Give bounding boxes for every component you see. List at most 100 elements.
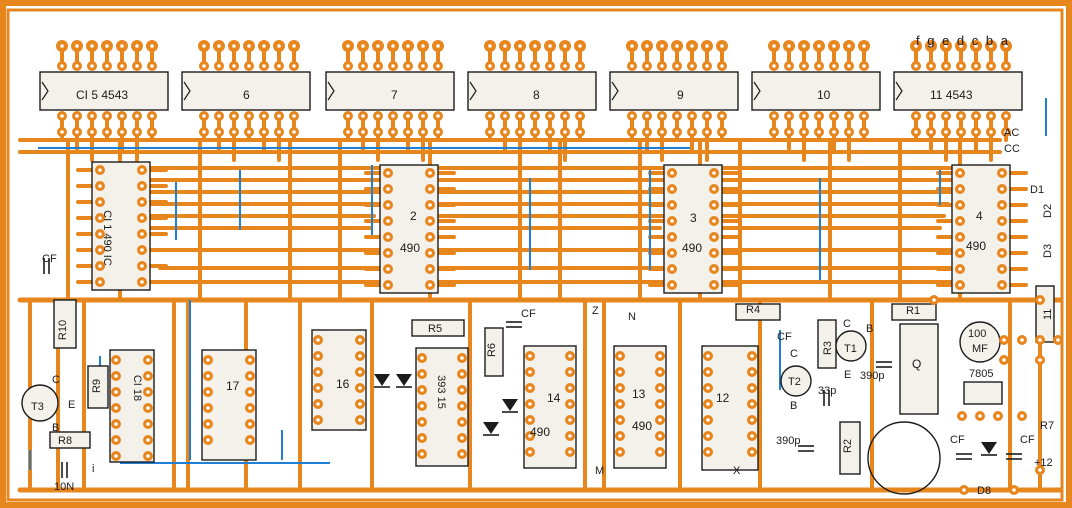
drill-hole bbox=[436, 44, 440, 48]
drill-hole bbox=[712, 235, 716, 239]
drill-hole bbox=[262, 64, 266, 68]
drill-hole bbox=[98, 200, 102, 204]
drill-hole bbox=[658, 402, 662, 406]
drill-hole bbox=[772, 114, 776, 118]
drill-hole bbox=[503, 44, 507, 48]
drill-hole bbox=[518, 114, 522, 118]
drill-hole bbox=[98, 248, 102, 252]
drill-hole bbox=[488, 114, 492, 118]
drill-hole bbox=[292, 44, 296, 48]
drill-hole bbox=[959, 130, 963, 134]
drill-hole bbox=[989, 114, 993, 118]
drill-hole bbox=[391, 64, 395, 68]
drill-hole bbox=[847, 114, 851, 118]
drill-hole bbox=[358, 370, 362, 374]
drill-hole bbox=[563, 64, 567, 68]
drill-hole bbox=[712, 203, 716, 207]
drill-hole bbox=[705, 130, 709, 134]
drill-hole bbox=[929, 114, 933, 118]
drill-hole bbox=[1038, 298, 1042, 302]
transistor-t3-body bbox=[21, 384, 59, 422]
drill-hole bbox=[989, 130, 993, 134]
drill-hole bbox=[914, 114, 918, 118]
cf-label-left: CF bbox=[42, 253, 57, 265]
drill-hole bbox=[206, 374, 210, 378]
drill-hole bbox=[533, 114, 537, 118]
drill-hole bbox=[1000, 283, 1004, 287]
drill-hole bbox=[958, 203, 962, 207]
drill-hole bbox=[958, 235, 962, 239]
drill-hole bbox=[645, 114, 649, 118]
drill-hole bbox=[60, 130, 64, 134]
drill-hole bbox=[958, 267, 962, 271]
cf-label-mid: CF bbox=[777, 331, 792, 343]
drill-hole bbox=[146, 358, 150, 362]
drill-hole bbox=[114, 390, 118, 394]
drill-hole bbox=[75, 64, 79, 68]
drill-hole bbox=[996, 414, 1000, 418]
diode-d2-label: D2 bbox=[1042, 204, 1054, 218]
drill-hole bbox=[386, 267, 390, 271]
crystal-label: Q bbox=[912, 357, 921, 371]
drill-hole bbox=[958, 251, 962, 255]
drill-hole bbox=[460, 356, 464, 360]
drill-hole bbox=[217, 64, 221, 68]
drill-hole bbox=[568, 386, 572, 390]
drill-hole bbox=[944, 44, 948, 48]
module-notch bbox=[327, 81, 335, 101]
drill-hole bbox=[292, 64, 296, 68]
drill-hole bbox=[568, 418, 572, 422]
electrolytic-unit: MF bbox=[972, 343, 988, 355]
drill-hole bbox=[421, 114, 425, 118]
drill-hole bbox=[232, 114, 236, 118]
drill-hole bbox=[206, 390, 210, 394]
drill-hole bbox=[217, 44, 221, 48]
drill-hole bbox=[720, 130, 724, 134]
drill-hole bbox=[386, 235, 390, 239]
drill-hole bbox=[146, 374, 150, 378]
drill-hole bbox=[670, 187, 674, 191]
drill-hole bbox=[248, 406, 252, 410]
t3-label: T3 bbox=[31, 401, 44, 413]
drill-hole bbox=[361, 44, 365, 48]
drill-hole bbox=[578, 44, 582, 48]
node-i: i bbox=[92, 463, 94, 475]
drill-hole bbox=[98, 264, 102, 268]
drill-hole bbox=[386, 251, 390, 255]
chip-18-label: CI 18 bbox=[131, 375, 143, 401]
display-driver-module bbox=[609, 71, 739, 111]
drill-hole bbox=[817, 114, 821, 118]
drill-hole bbox=[90, 130, 94, 134]
drill-hole bbox=[316, 354, 320, 358]
drill-hole bbox=[232, 64, 236, 68]
drill-hole bbox=[140, 232, 144, 236]
drill-hole bbox=[802, 130, 806, 134]
drill-hole bbox=[675, 44, 679, 48]
drill-hole bbox=[675, 64, 679, 68]
drill-hole bbox=[346, 64, 350, 68]
drill-hole bbox=[277, 44, 281, 48]
drill-hole bbox=[563, 130, 567, 134]
drill-hole bbox=[568, 450, 572, 454]
r6-label: R6 bbox=[486, 343, 498, 357]
drill-hole bbox=[705, 64, 709, 68]
drill-hole bbox=[206, 358, 210, 362]
diode-d1-label: D1 bbox=[1030, 184, 1044, 196]
resistor-body bbox=[411, 319, 465, 337]
drill-hole bbox=[460, 436, 464, 440]
drill-hole bbox=[750, 418, 754, 422]
drill-hole bbox=[670, 219, 674, 223]
drill-hole bbox=[90, 44, 94, 48]
drill-hole bbox=[518, 130, 522, 134]
drill-hole bbox=[358, 386, 362, 390]
drill-hole bbox=[232, 44, 236, 48]
drill-hole bbox=[932, 298, 936, 302]
logic-chip bbox=[311, 329, 367, 431]
chip-16-label: 16 bbox=[336, 377, 350, 391]
t2-label: T2 bbox=[788, 376, 801, 388]
t2-pin-b: B bbox=[790, 400, 797, 412]
display-driver-module bbox=[39, 71, 169, 111]
drill-hole bbox=[1038, 338, 1042, 342]
